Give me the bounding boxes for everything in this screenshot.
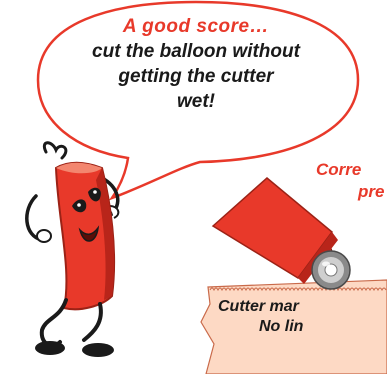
side-note: Corre pre [316, 159, 387, 203]
paper-strip-text: Cutter mar No lin [218, 297, 303, 337]
mascot-character-icon [27, 143, 119, 357]
speech-bubble-title: A good score… [52, 14, 340, 39]
side-note-line: Corre [316, 160, 361, 179]
speech-bubble-text: A good score… cut the balloon without ge… [52, 14, 340, 114]
wheel-icon [312, 251, 350, 289]
speech-bubble-line: getting the cutter [52, 64, 340, 89]
speech-bubble-line: wet! [52, 89, 340, 114]
side-note-line: pre [316, 181, 387, 203]
paper-strip-line: No lin [218, 317, 303, 337]
speech-bubble-line: cut the balloon without [52, 39, 340, 64]
paper-strip-line: Cutter mar [218, 298, 299, 315]
